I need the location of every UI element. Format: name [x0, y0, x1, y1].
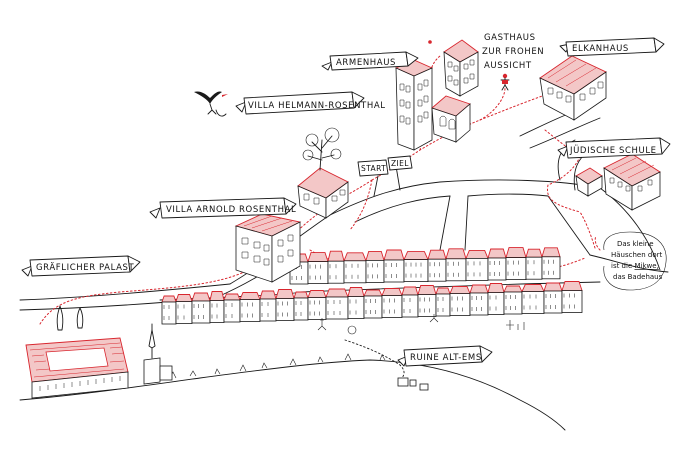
street-house [307, 290, 327, 320]
street-house [383, 249, 405, 283]
street-house [365, 250, 385, 283]
lower-street-houses [161, 281, 583, 325]
armenhaus-label: ARMENHAUS [336, 58, 396, 68]
signpost-icon [373, 165, 401, 197]
start-sign: START [357, 159, 389, 177]
note-line3-pre: ist die [611, 262, 632, 270]
palace-building [25, 305, 129, 399]
elkanhaus-label: ELKANHAUS [572, 44, 629, 54]
street-house [239, 292, 261, 322]
street-house [503, 285, 523, 315]
street-house [259, 290, 277, 322]
graeflicher-palast-banner: GRÄFLICHER PALAST [21, 255, 141, 277]
street-house [191, 292, 211, 324]
street-house [381, 288, 403, 318]
villa-arnold-building [234, 213, 302, 283]
villa-arnold-label: VILLA ARNOLD ROSENTHAL [166, 205, 296, 215]
figures [317, 314, 525, 335]
start-label: START [361, 164, 386, 173]
street-house [469, 284, 489, 316]
street-house [427, 249, 447, 282]
juedische-schule-banner: JÜDISCHE SCHULE [557, 137, 671, 159]
ruine-banner: RUINE ALT-EMS [397, 345, 493, 367]
street-house [525, 248, 543, 280]
ziel-sign: ZIEL [387, 155, 413, 171]
street-house [465, 249, 489, 281]
street-house [487, 248, 507, 281]
street-house [363, 289, 383, 319]
ziel-label: ZIEL [391, 159, 409, 168]
armenhaus-banner: ARMENHAUS [321, 51, 419, 71]
street-house [445, 248, 467, 282]
juedische-schule-label: JÜDISCHE SCHULE [569, 145, 657, 156]
armenhaus-building [394, 59, 434, 151]
street-house [307, 252, 329, 285]
villa-arnold-banner: VILLA ARNOLD ROSENTHAL [149, 197, 297, 219]
note-line2: Häuschen dort [611, 251, 662, 259]
street-house [209, 291, 225, 323]
street-house [561, 281, 583, 313]
street-house [275, 289, 295, 321]
street-house [327, 250, 345, 284]
street-house [505, 247, 527, 281]
street-house [487, 283, 505, 315]
start-house [297, 167, 349, 219]
ruine-label: RUINE ALT-EMS [410, 353, 482, 363]
elkanhaus-building [539, 55, 607, 121]
gasthaus-label-line1: GASTHAUS [484, 33, 536, 43]
note-line3-em: Mikwe, [635, 262, 659, 270]
street-house [347, 287, 365, 319]
church-building [143, 323, 173, 385]
street-house [521, 284, 545, 314]
note-line4: das Badehaus [613, 273, 663, 281]
gasthaus-label-group: GASTHAUS ZUR FROHEN AUSSICHT [482, 33, 544, 71]
upper-street-houses [289, 247, 561, 285]
note-line3: ist die Mikwe, [611, 262, 659, 270]
gasthaus-label-line3: AUSSICHT [484, 61, 532, 71]
street-house [325, 288, 349, 320]
street-house [175, 294, 193, 324]
street-house [401, 286, 419, 318]
street-house [543, 282, 563, 314]
domed-building [431, 95, 471, 143]
graeflicher-palast-label: GRÄFLICHER PALAST [36, 262, 135, 273]
walking-person-icon [500, 73, 510, 91]
street-house [293, 291, 309, 321]
tree-icon [302, 127, 342, 171]
gasthaus-label-line2: ZUR FROHEN [482, 47, 544, 57]
note-line1: Das kleine [617, 240, 654, 248]
gasthaus-building [443, 39, 479, 97]
street-house [343, 252, 367, 284]
street-house [417, 285, 437, 317]
villa-helmann-label: VILLA HELMANN-ROSENTHAL [248, 101, 386, 111]
street-house [449, 286, 471, 316]
school-building [575, 153, 661, 211]
street-house [541, 247, 561, 280]
street-house [435, 287, 451, 317]
small-marker-icon [428, 40, 432, 44]
stork-icon [194, 91, 228, 117]
street-house [403, 251, 429, 283]
villa-helmann-banner: VILLA HELMANN-ROSENTHAL [235, 91, 386, 115]
elkanhaus-banner: ELKANHAUS [559, 37, 665, 57]
mikwe-note: Das kleine Häuschen dort ist die Mikwe, … [594, 231, 667, 291]
street-house [223, 293, 241, 323]
street-house [161, 295, 177, 325]
